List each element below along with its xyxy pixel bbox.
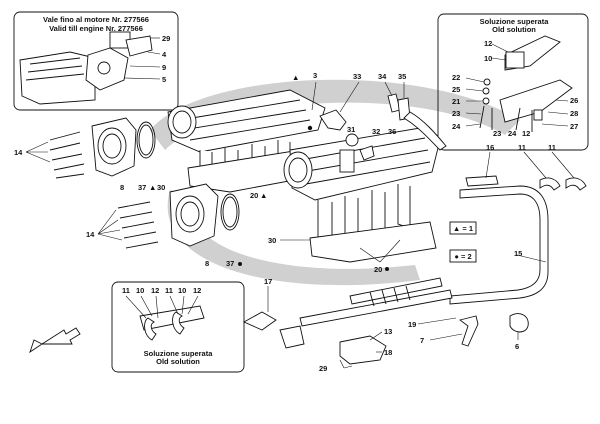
- callout-30-upper: 30: [157, 183, 165, 192]
- callout-21: 21: [452, 97, 460, 106]
- front-direction-arrow-icon: [29, 327, 81, 354]
- callout-4: 4: [162, 50, 167, 59]
- inset-valid-till-engine: Vale fino al motore Nr. 277566 Valid til…: [13, 11, 179, 111]
- callout-11-inset-b: 11: [165, 286, 173, 295]
- inset-top-right-line2: Old solution: [492, 25, 536, 34]
- callout-10-inset-b: 10: [136, 286, 144, 295]
- intake-manifold-lower: [283, 127, 441, 263]
- callout-7: 7: [420, 336, 424, 345]
- callout-8-lower: 8: [205, 259, 209, 268]
- callout-11-inset-a: 11: [122, 286, 130, 295]
- callout-19: 19: [408, 320, 416, 329]
- callout-31: 31: [347, 125, 355, 134]
- inset-old-solution-bottom: Soluzione superata Old solution 11 10 12…: [111, 281, 245, 373]
- coolant-pipes: [449, 175, 587, 305]
- callout-25: 25: [452, 85, 460, 94]
- callout-6: 6: [515, 342, 519, 351]
- callout-37-upper: 37: [138, 183, 146, 192]
- inset-bottom-line2: Old solution: [156, 357, 200, 366]
- throttle-body-upper: [91, 117, 156, 177]
- callout-24-inset-left: 24: [452, 122, 461, 131]
- callout-11-right-b: 11: [548, 143, 556, 152]
- callout-10-inset: 10: [484, 54, 492, 63]
- callout-13: 13: [384, 327, 392, 336]
- callout-11-right-a: 11: [518, 143, 526, 152]
- callout-5: 5: [162, 75, 166, 84]
- dot-marker-20: [385, 267, 389, 271]
- callout-36: 36: [388, 127, 396, 136]
- callout-14-lower: 14: [86, 230, 95, 239]
- callout-10-inset-c: 10: [178, 286, 186, 295]
- callout-24-inset: 24: [508, 129, 517, 138]
- legend: ▲ = 1 ● = 2: [449, 221, 477, 263]
- intake-manifold-upper: [167, 89, 326, 193]
- inset-bottom-line1: Soluzione superata: [144, 349, 214, 358]
- triangle-marker-20: ▲: [260, 191, 267, 200]
- inset-title-line2: Valid till engine Nr. 277566: [49, 24, 143, 33]
- callout-30-lower: 30: [268, 236, 276, 245]
- dot-marker: [307, 125, 313, 131]
- callout-29: 29: [162, 34, 170, 43]
- callout-20-lower: 20: [374, 265, 382, 274]
- callout-12-inset: 12: [484, 39, 492, 48]
- throttle-body-lower: [169, 183, 240, 247]
- bolts-lower: [117, 201, 159, 249]
- dot-marker-37: [238, 262, 242, 266]
- callout-16: 16: [486, 143, 494, 152]
- callout-23-inset: 23: [493, 129, 501, 138]
- hose-and-sensor-parts: [319, 93, 447, 173]
- callout-12-inset-d: 12: [193, 286, 201, 295]
- callout-20-upper: 20: [250, 191, 258, 200]
- background-swoosh: [150, 79, 520, 286]
- callout-17: 17: [264, 277, 272, 286]
- legend-dot: ● = 2: [454, 252, 471, 261]
- callout-28: 28: [570, 109, 578, 118]
- callout-9: 9: [162, 63, 166, 72]
- inset-old-solution-top: Soluzione superata Old solution 12 10 22…: [437, 13, 589, 151]
- callout-3: 3: [313, 71, 317, 80]
- callout-22: 22: [452, 73, 460, 82]
- callout-15: 15: [514, 249, 522, 258]
- callout-35: 35: [398, 72, 406, 81]
- triangle-marker-37: ▲: [149, 183, 156, 192]
- callout-18: 18: [384, 348, 392, 357]
- callout-33: 33: [353, 72, 361, 81]
- lower-tube-assembly: [242, 277, 529, 365]
- callout-8-upper: 8: [120, 183, 124, 192]
- callout-34: 34: [378, 72, 387, 81]
- callout-23-inset-left: 23: [452, 109, 460, 118]
- bolts-upper: [49, 131, 85, 179]
- callout-37-lower: 37: [226, 259, 234, 268]
- inset-title-line1: Vale fino al motore Nr. 277566: [43, 15, 149, 24]
- legend-triangle: ▲ = 1: [453, 224, 473, 233]
- callout-27: 27: [570, 122, 578, 131]
- callout-26: 26: [570, 96, 578, 105]
- inset-top-right-line1: Soluzione superata: [480, 17, 550, 26]
- callout-1-triangle: ▲: [292, 73, 299, 82]
- callout-12-inset-c: 12: [151, 286, 159, 295]
- callout-29-lower: 29: [319, 364, 327, 373]
- callout-32: 32: [372, 127, 380, 136]
- callout-12-inset-b: 12: [522, 129, 530, 138]
- callout-14-upper: 14: [14, 148, 23, 157]
